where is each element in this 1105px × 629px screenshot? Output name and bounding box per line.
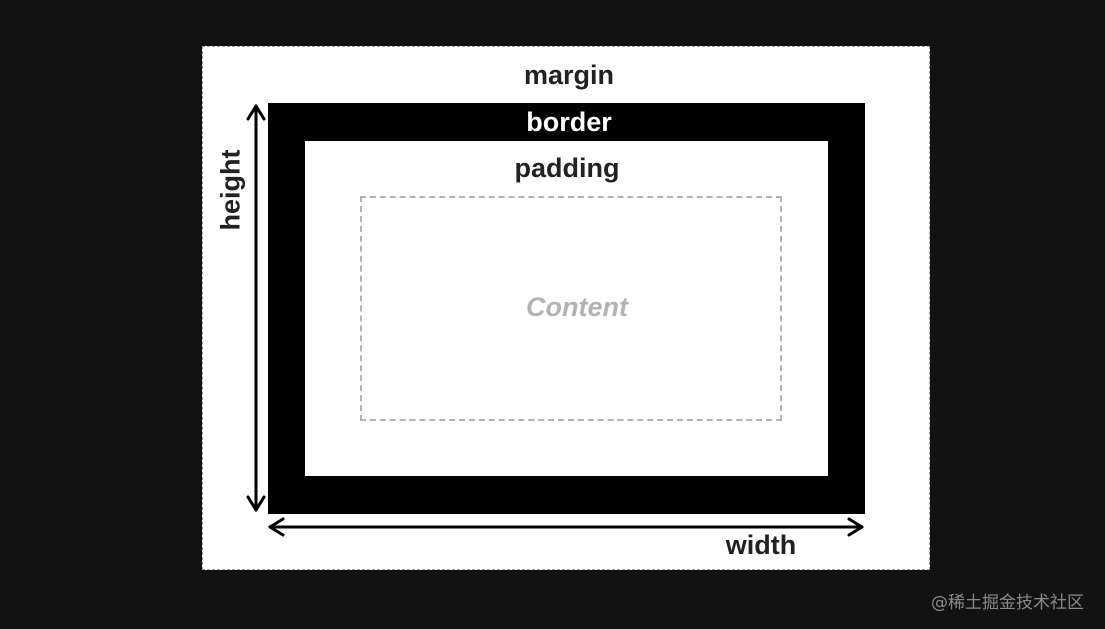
width-label: width <box>725 530 797 560</box>
content-box <box>360 196 782 421</box>
height-label: height <box>215 149 246 231</box>
margin-label: margin <box>523 60 615 90</box>
padding-label: padding <box>514 153 620 183</box>
border-label: border <box>526 107 612 137</box>
content-label: Content <box>526 292 628 322</box>
watermark: @稀土掘金技术社区 <box>931 593 1084 613</box>
